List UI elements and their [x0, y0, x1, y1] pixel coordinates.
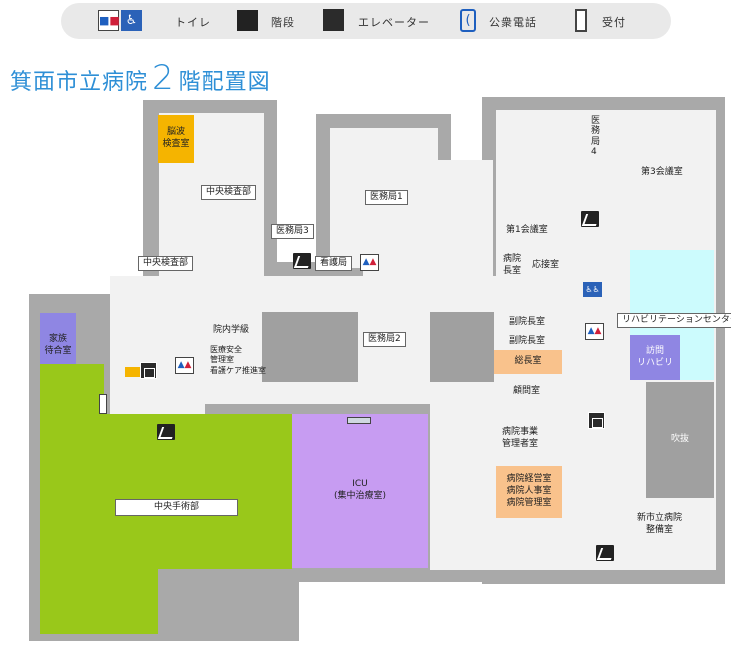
legend-bar: ■■ ♿ トイレ 階段 エレベーター ( 公衆電話 受付 — [61, 3, 671, 39]
legend-reception-label: 受付 — [602, 16, 626, 29]
label-meeting3: 第3会議室 — [641, 167, 683, 177]
stairs-icon — [237, 10, 258, 31]
room-eeg[interactable]: 脳波 検査室 — [158, 115, 194, 163]
elevator-icon — [323, 9, 344, 31]
accessible-toilet-icon: ♿ — [121, 10, 142, 31]
elevator-icon — [140, 362, 157, 379]
room-icu[interactable]: ICU (集中治療室) — [292, 414, 428, 568]
stairs-icon — [581, 211, 599, 227]
legend-elevator-label: エレベーター — [358, 16, 430, 29]
corridor-left-vertical — [110, 294, 205, 414]
room-atrium: 吹抜 — [646, 382, 714, 498]
label-reception-room: 応接室 — [532, 260, 560, 270]
block-center-gray — [262, 312, 358, 382]
label-advisor: 顧問室 — [513, 386, 541, 396]
toilet-icon: ▲▲ — [360, 254, 379, 271]
corridor-horizontal — [110, 276, 572, 294]
label-nursing-admin: 院内学級 — [213, 325, 250, 335]
tag-nursing[interactable]: 看護局 — [315, 256, 353, 271]
tag-med1[interactable]: 医務局1 — [365, 190, 408, 205]
title-floor: 2 — [152, 58, 175, 98]
phone-icon: ( — [460, 9, 476, 32]
room-mgmt[interactable]: 病院経営室 病院人事室 病院管理室 — [496, 466, 562, 518]
label-business: 病院事業 管理者室 — [502, 427, 539, 449]
room-visit-rehab[interactable]: 訪問 リハビリ — [630, 335, 680, 380]
elevator-icon — [588, 412, 605, 429]
title-prefix: 箕面市立病院 — [10, 70, 149, 95]
toilet-icon: ▲▲ — [175, 357, 194, 374]
stairs-icon — [157, 424, 175, 440]
tag-surgery[interactable]: 中央手術部 — [115, 499, 239, 516]
tag-med3[interactable]: 医務局3 — [271, 224, 314, 239]
reception-icon — [99, 394, 107, 414]
label-dir-room: 病院 長室 — [503, 254, 522, 276]
reception-icon — [575, 9, 587, 32]
label-safety: 医療安全 管理室 看護ケア推進室 — [210, 345, 266, 375]
toilet-icon: ■■ — [98, 10, 120, 31]
stairs-icon — [293, 253, 311, 269]
tag-rehab-center[interactable]: リハビリテーションセンター — [617, 313, 731, 328]
block-right-gray — [430, 312, 494, 382]
tag-med2[interactable]: 医務局2 — [363, 332, 406, 347]
legend-phone-label: 公衆電話 — [489, 16, 537, 29]
tag-central-lab-top[interactable]: 中央検査部 — [201, 185, 257, 200]
toilet-icon: ▲▲ — [585, 323, 604, 340]
label-vice-dir1: 副院長室 — [509, 317, 546, 327]
corridor-upper-right — [363, 160, 493, 280]
title-suffix: 階配置図 — [178, 70, 271, 95]
label-new-hospital: 新市立病院 整備室 — [637, 513, 683, 535]
legend-toilet-label: トイレ — [175, 16, 211, 29]
accessible-toilet-icon: ♿♿ — [583, 282, 602, 297]
door-marker — [347, 417, 371, 424]
elevator-marker — [125, 367, 140, 377]
label-meeting1: 第1会議室 — [506, 225, 548, 235]
label-med4: 医 務 局 4 — [591, 116, 601, 158]
label-vice-dir2: 副院長室 — [509, 336, 546, 346]
tag-central-lab-left[interactable]: 中央検査部 — [138, 256, 194, 271]
stairs-icon — [596, 545, 614, 561]
room-director[interactable]: 総長室 — [494, 350, 562, 374]
legend-stairs-label: 階段 — [271, 16, 295, 29]
